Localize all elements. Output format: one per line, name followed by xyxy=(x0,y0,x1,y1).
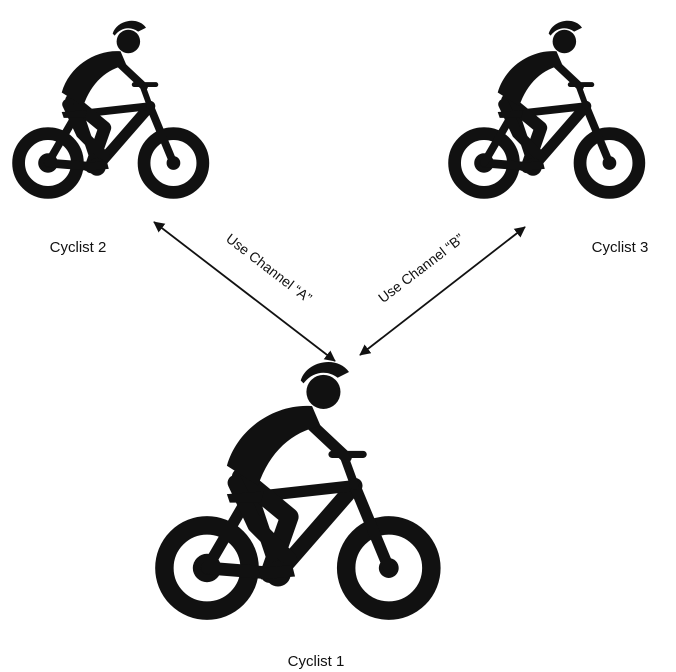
edge-label-channel-b: Use Channel “B” xyxy=(375,230,467,306)
edge-channel-b: Use Channel “B” xyxy=(359,226,526,356)
edge-channel-a: Use Channel “A” xyxy=(153,221,336,362)
node-cyclist-1: Cyclist 1 xyxy=(164,362,431,670)
double-arrow-icon xyxy=(359,226,526,356)
node-label-cyclist-2: Cyclist 2 xyxy=(50,239,107,256)
node-label-cyclist-1: Cyclist 1 xyxy=(288,653,345,670)
edge-label-channel-a: Use Channel “A” xyxy=(223,230,315,306)
node-label-cyclist-3: Cyclist 3 xyxy=(592,239,649,256)
cyclist-icon xyxy=(455,21,639,193)
cyclist-icon xyxy=(164,362,431,611)
double-arrow-icon xyxy=(153,221,336,362)
node-cyclist-2: Cyclist 2 xyxy=(19,21,203,256)
node-cyclist-3: Cyclist 3 xyxy=(455,21,649,256)
cyclist-icon xyxy=(19,21,203,193)
